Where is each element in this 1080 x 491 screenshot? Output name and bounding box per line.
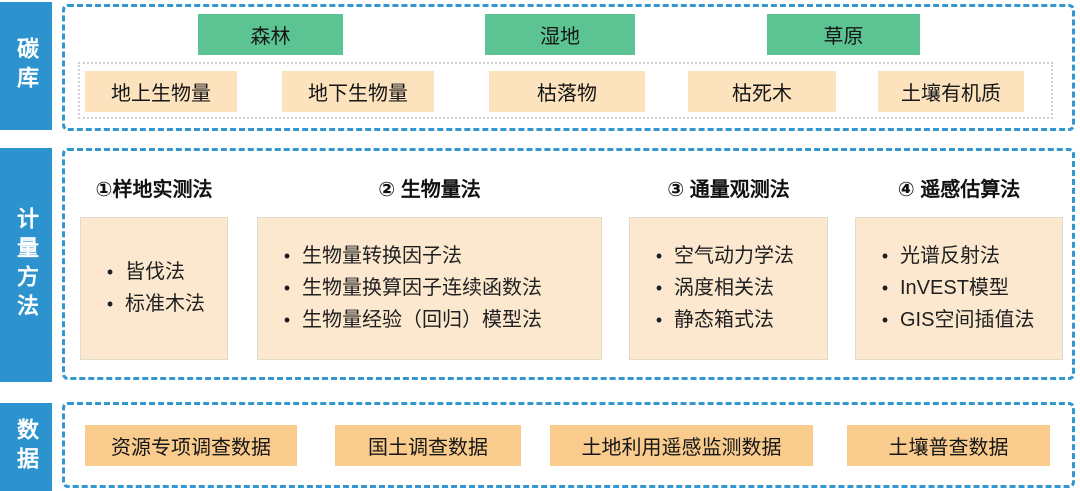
method-item-label: 涡度相关法	[674, 277, 774, 299]
sidebar-label-carbon-pools: 碳库	[0, 2, 52, 130]
method-item: • 生物量转换因子法	[272, 244, 595, 269]
pool-box-litter: 枯落物	[489, 71, 645, 112]
method-item: • 空气动力学法	[644, 244, 821, 269]
bullet-glyph: •	[655, 246, 663, 267]
dataset-box-soil-census: 土壤普查数据	[847, 425, 1050, 466]
bullet-glyph: •	[283, 246, 291, 267]
method-item-label: 生物量换算因子连续函数法	[302, 277, 542, 299]
method-item: • 涡度相关法	[644, 276, 821, 301]
method-group-title-flux-observation: ③ 通量观测法	[667, 178, 790, 201]
bullet-glyph: •	[655, 278, 663, 299]
method-group-title-remote-sensing: ④ 遥感估算法	[897, 178, 1021, 201]
method-item-label: 静态箱式法	[674, 309, 774, 331]
method-item: • GIS空间插值法	[870, 308, 1056, 333]
method-item-label: 光谱反射法	[900, 245, 1000, 267]
method-item-label: 生物量经验（回归）模型法	[302, 309, 542, 331]
method-item-label: 生物量转换因子法	[302, 245, 462, 267]
method-item-label: 皆伐法	[125, 261, 185, 283]
method-item: • 皆伐法	[95, 260, 221, 285]
method-group-title-plot-survey: ①样地实测法	[95, 178, 213, 201]
pool-box-dead-wood: 枯死木	[688, 71, 836, 112]
method-card-remote-sensing: • 光谱反射法 • InVEST模型 • GIS空间插值法	[855, 217, 1063, 360]
method-card-flux-observation: • 空气动力学法 • 涡度相关法 • 静态箱式法	[629, 217, 828, 360]
method-item: • 光谱反射法	[870, 244, 1056, 269]
carbon-pools-frame	[62, 4, 1075, 131]
method-item-label: GIS空间插值法	[900, 309, 1035, 331]
ecosystem-box-forest: 森林	[198, 14, 343, 55]
bullet-glyph: •	[106, 294, 114, 315]
pool-box-belowground-biomass: 地下生物量	[282, 71, 434, 112]
bullet-glyph: •	[283, 278, 291, 299]
method-card-plot-survey: • 皆伐法 • 标准木法	[80, 217, 228, 360]
method-card-biomass: • 生物量转换因子法 • 生物量换算因子连续函数法 • 生物量经验（回归）模型法	[257, 217, 602, 360]
data-frame	[62, 402, 1075, 488]
sidebar-label-data: 数据	[0, 403, 52, 491]
dataset-box-landuse-remote-sensing: 土地利用遥感监测数据	[550, 425, 813, 466]
method-item: • 生物量换算因子连续函数法	[272, 276, 595, 301]
pool-box-soil-organic-matter: 土壤有机质	[878, 71, 1024, 112]
method-item: • 静态箱式法	[644, 308, 821, 333]
method-group-title-biomass: ② 生物量法	[378, 178, 481, 201]
method-item-label: InVEST模型	[900, 277, 1009, 299]
dataset-box-resource-survey: 资源专项调查数据	[85, 425, 297, 466]
pool-box-aboveground-biomass: 地上生物量	[85, 71, 237, 112]
bullet-glyph: •	[881, 246, 889, 267]
method-item-label: 空气动力学法	[674, 245, 794, 267]
pools-row-frame	[78, 62, 1053, 119]
sidebar-label-methods: 计量方法	[0, 148, 52, 382]
method-item: • 标准木法	[95, 292, 221, 317]
method-item: • InVEST模型	[870, 276, 1056, 301]
bullet-glyph: •	[283, 310, 291, 331]
method-item-label: 标准木法	[125, 293, 205, 315]
bullet-glyph: •	[881, 310, 889, 331]
bullet-glyph: •	[881, 278, 889, 299]
method-item: • 生物量经验（回归）模型法	[272, 308, 595, 333]
dataset-box-land-survey: 国土调查数据	[335, 425, 521, 466]
methods-frame	[62, 148, 1075, 380]
bullet-glyph: •	[655, 310, 663, 331]
bullet-glyph: •	[106, 262, 114, 283]
ecosystem-box-wetland: 湿地	[485, 14, 635, 55]
ecosystem-box-grassland: 草原	[767, 14, 920, 55]
